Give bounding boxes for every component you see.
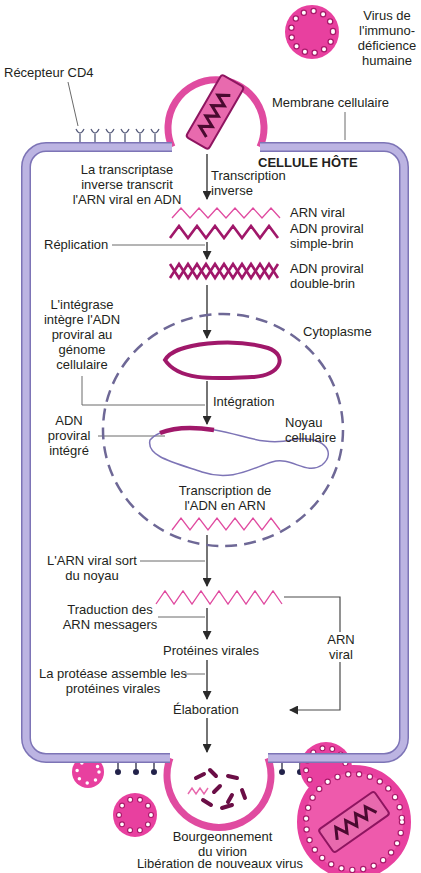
flow-arrow	[206, 660, 207, 699]
step-label: ADN proviral simple-brin	[290, 221, 372, 251]
step-label: Virus de l'immuno-déficience humaine	[352, 8, 421, 68]
virus-spike-ring	[306, 774, 402, 870]
virus-spike-ring	[291, 11, 333, 53]
budding-envelope	[167, 758, 271, 827]
transcribed-rna	[172, 518, 280, 530]
step-label: L'intégrase intègre l'ADN proviral au gé…	[42, 297, 122, 372]
cell-nucleus: IntégrationNoyau cellulaireTranscription…	[101, 312, 345, 548]
step-label: Protéines virales	[163, 643, 293, 658]
step-label: ADN proviral intégré	[40, 413, 98, 458]
double-strand-dna	[170, 264, 278, 278]
step-label: Bourgeonnement du virion	[170, 829, 275, 859]
cell-heading: CELLULE HÔTE	[258, 155, 388, 170]
nuclear-envelope	[103, 314, 343, 546]
proviral-dna-loop	[165, 343, 280, 379]
flow-arrow	[206, 285, 207, 338]
step-label: L'ARN viral sort du noyau	[40, 553, 144, 583]
step-label: Réplication	[44, 237, 124, 252]
virus-spike-ring	[119, 799, 151, 831]
virus-body	[113, 793, 157, 837]
virus-body	[285, 5, 339, 59]
step-label: ADN proviral double-brin	[290, 261, 372, 291]
capsid	[186, 74, 245, 149]
step-label: ARN viral	[290, 205, 370, 220]
cell-membrane-edge	[26, 147, 404, 758]
flow-arrow	[206, 608, 207, 639]
step-label: Libération de nouveaux virus	[100, 856, 340, 871]
viral-rna	[331, 803, 377, 840]
virus-spike-ring	[291, 11, 333, 53]
step-label: Transcription inverse	[211, 168, 293, 198]
flow-arrow	[206, 381, 207, 424]
mature-virus-body	[301, 769, 407, 873]
node-text: Intégration	[213, 394, 293, 409]
virus-spike-ring	[306, 774, 402, 870]
viral-rna	[197, 90, 231, 137]
viral-rna-strand	[172, 208, 280, 218]
cd4-receptors	[76, 129, 159, 143]
step-label: La protéase assemble les protéines viral…	[38, 666, 188, 696]
virus-spike-ring	[119, 799, 151, 831]
double-strand-dna	[170, 264, 278, 278]
node-text: Transcription de l'ADN en ARN	[175, 483, 275, 513]
exported-rna	[156, 591, 282, 604]
step-label: La transcriptase inverse transcrit l'ARN…	[68, 162, 186, 207]
virus-spike-ring	[77, 761, 99, 783]
capsid	[318, 791, 390, 853]
step-label: Membrane cellulaire	[272, 95, 412, 110]
single-strand-dna	[170, 226, 278, 238]
step-label: ARN viral	[323, 632, 359, 662]
integrated-dna	[160, 428, 214, 433]
virion-rna	[188, 788, 208, 794]
step-label: Élaboration	[173, 702, 263, 717]
cell-membrane	[26, 147, 404, 758]
flow-arrow	[206, 718, 207, 752]
step-label: Récepteur CD4	[4, 65, 114, 80]
step-label: Traduction des ARN messagers	[58, 602, 162, 632]
capsid-shell	[318, 791, 390, 853]
flow-arrow	[206, 242, 207, 259]
capsid-shell	[186, 74, 245, 149]
node-text: Noyau cellulaire	[285, 415, 343, 445]
flow-arrow	[206, 154, 207, 199]
flow-arrow	[206, 535, 207, 586]
node-text: Cytoplasme	[303, 324, 379, 339]
leader-lines	[68, 82, 345, 674]
virion-components	[196, 770, 245, 808]
